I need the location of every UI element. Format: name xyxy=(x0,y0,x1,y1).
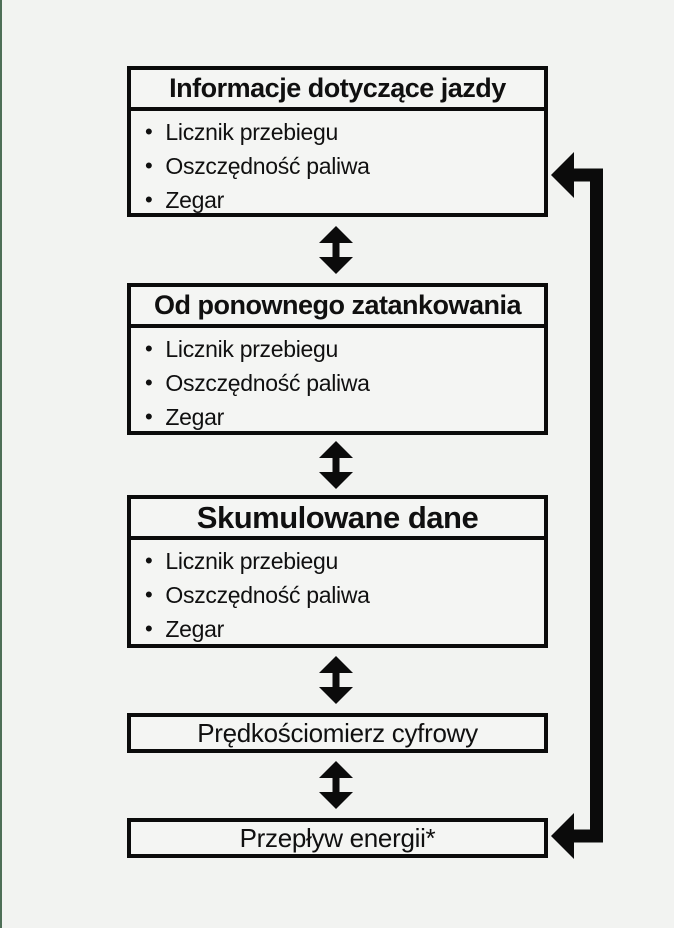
list-item-label: Oszczędność paliwa xyxy=(165,152,370,179)
list-item: Zegar xyxy=(145,612,544,646)
list-item: Licznik przebiegu xyxy=(145,332,544,366)
double-headed-vertical-arrow-icon xyxy=(319,441,353,489)
page-left-edge-line xyxy=(0,0,2,928)
list-item: Licznik przebiegu xyxy=(145,544,544,578)
box-accumulated-data-items: Licznik przebiegu Oszczędność paliwa Zeg… xyxy=(131,540,544,646)
list-item-label: Licznik przebiegu xyxy=(165,118,339,145)
list-item-label: Zegar xyxy=(165,186,224,213)
double-headed-vertical-arrow-icon xyxy=(319,226,353,274)
list-item-label: Oszczędność paliwa xyxy=(165,369,370,396)
list-item: Licznik przebiegu xyxy=(145,115,544,149)
double-headed-vertical-arrow-icon xyxy=(319,656,353,704)
box-since-refuelling-title: Od ponownego zatankowania xyxy=(131,287,544,328)
box-energy-flow: Przepływ energii* xyxy=(127,818,548,858)
list-item-label: Zegar xyxy=(165,615,224,642)
box-since-refuelling-items: Licznik przebiegu Oszczędność paliwa Zeg… xyxy=(131,328,544,434)
box-drive-information-title: Informacje dotyczące jazdy xyxy=(131,70,544,111)
list-item: Zegar xyxy=(145,400,544,434)
box-since-refuelling: Od ponownego zatankowania Licznik przebi… xyxy=(127,283,548,435)
list-item-label: Licznik przebiegu xyxy=(165,335,339,362)
box-energy-flow-title: Przepływ energii* xyxy=(239,822,436,853)
list-item: Oszczędność paliwa xyxy=(145,149,544,183)
list-item: Oszczędność paliwa xyxy=(145,578,544,612)
list-item-label: Zegar xyxy=(165,403,224,430)
box-digital-speedometer: Prędkościomierz cyfrowy xyxy=(127,713,548,753)
box-accumulated-data-title: Skumulowane dane xyxy=(131,499,544,540)
box-drive-information: Informacje dotyczące jazdy Licznik przeb… xyxy=(127,66,548,217)
double-headed-vertical-arrow-icon xyxy=(319,761,353,809)
list-item-label: Oszczędność paliwa xyxy=(165,581,370,608)
list-item-label: Licznik przebiegu xyxy=(165,547,339,574)
box-digital-speedometer-title: Prędkościomierz cyfrowy xyxy=(197,717,478,748)
list-item: Oszczędność paliwa xyxy=(145,366,544,400)
list-item: Zegar xyxy=(145,183,544,217)
box-accumulated-data: Skumulowane dane Licznik przebiegu Oszcz… xyxy=(127,495,548,648)
box-drive-information-items: Licznik przebiegu Oszczędność paliwa Zeg… xyxy=(131,111,544,217)
